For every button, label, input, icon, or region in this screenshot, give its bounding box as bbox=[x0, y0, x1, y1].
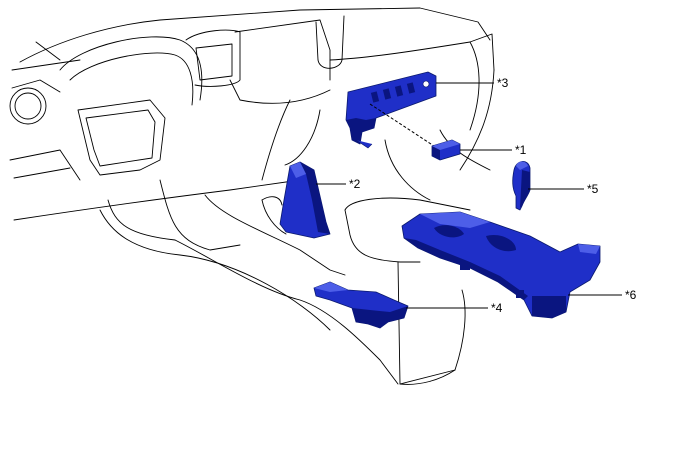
part-5-shift-knob bbox=[512, 161, 531, 211]
callout-label-2: *2 bbox=[349, 177, 361, 191]
connection-dashed-line bbox=[369, 103, 435, 147]
callout-label-6: *6 bbox=[625, 288, 637, 302]
part-4-lower-bracket bbox=[313, 281, 409, 329]
callout-label-5: *5 bbox=[587, 182, 599, 196]
callout-label-1: *1 bbox=[515, 143, 527, 157]
part-3-shadow bbox=[346, 118, 376, 144]
part-2-trim-panel bbox=[279, 161, 331, 239]
leader-lines bbox=[316, 82, 622, 309]
callout-label-4: *4 bbox=[491, 301, 503, 315]
part-3-upper-bracket bbox=[345, 71, 437, 149]
callout-label-3: *3 bbox=[497, 76, 509, 90]
part-6-center-console bbox=[401, 211, 601, 319]
part-1-module bbox=[431, 139, 461, 161]
callout-labels: *1 *2 *3 *4 *5 *6 bbox=[349, 76, 637, 315]
interior-outline bbox=[9, 7, 495, 385]
